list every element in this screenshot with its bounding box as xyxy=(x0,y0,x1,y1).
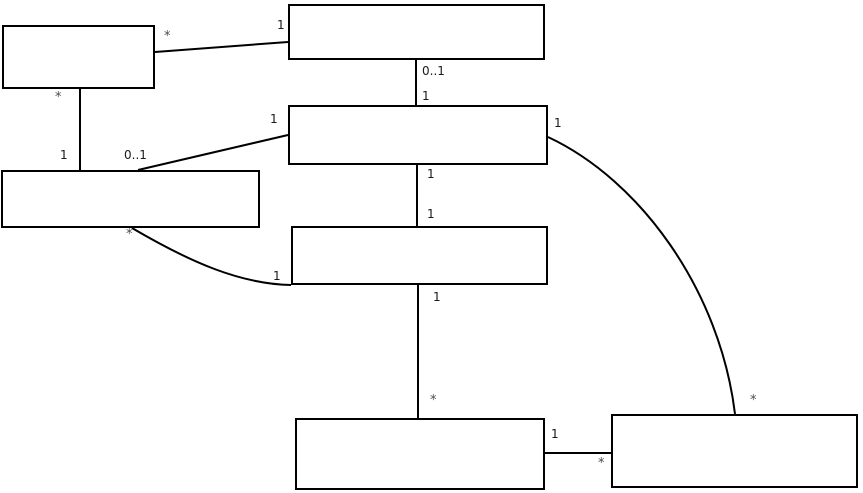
multiplicity-label: 1 xyxy=(554,116,562,130)
class-box-system[interactable] xyxy=(288,4,545,60)
association-sub-system-failure-mode-group[interactable] xyxy=(137,134,289,171)
class-box-failure-mode-group[interactable] xyxy=(288,105,548,165)
multiplicity-label: 1 xyxy=(60,148,68,162)
multiplicity-label: * xyxy=(750,393,757,408)
class-box-component[interactable] xyxy=(295,418,545,490)
multiplicity-label: * xyxy=(598,456,605,471)
class-box-sub-system[interactable] xyxy=(1,170,260,228)
multiplicity-label: * xyxy=(430,393,437,408)
multiplicity-label: 0..1 xyxy=(422,64,445,78)
class-box-failure-mode[interactable] xyxy=(611,414,858,488)
association-sub-system-functional-group[interactable] xyxy=(131,227,292,286)
multiplicity-label: 1 xyxy=(422,89,430,103)
multiplicity-label: * xyxy=(55,90,62,105)
multiplicity-label: * xyxy=(126,227,133,242)
multiplicity-label: 1 xyxy=(277,18,285,32)
class-box-functional-group[interactable] xyxy=(291,226,548,285)
multiplicity-label: 1 xyxy=(427,207,435,221)
multiplicity-label: 1 xyxy=(273,269,281,283)
association-failure-mode-group-failure-mode[interactable] xyxy=(547,136,736,415)
class-box-derived-failure-mode[interactable] xyxy=(2,25,155,89)
multiplicity-label: 1 xyxy=(427,167,435,181)
multiplicity-label: 1 xyxy=(551,427,559,441)
association-derived-failure-mode-system[interactable] xyxy=(154,41,289,53)
multiplicity-label: 1 xyxy=(270,112,278,126)
multiplicity-label: * xyxy=(164,29,171,44)
multiplicity-label: 1 xyxy=(433,290,441,304)
multiplicity-label: 0..1 xyxy=(124,148,147,162)
